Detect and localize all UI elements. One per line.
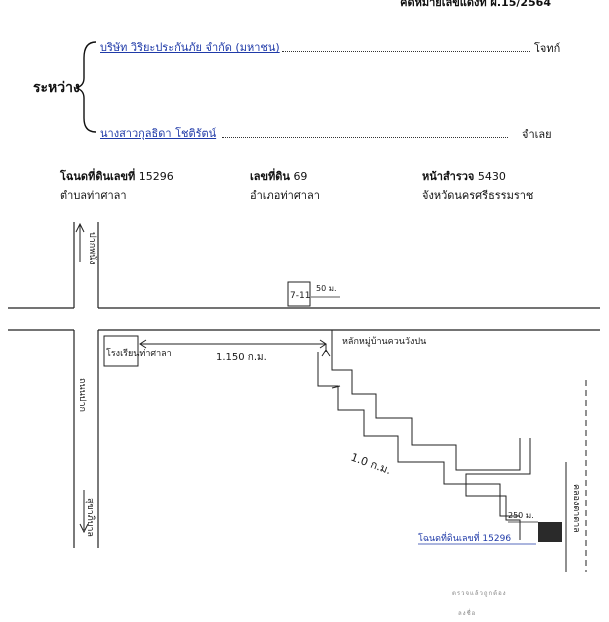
shop-7-11 bbox=[287, 281, 311, 307]
footer-mark-2: ลงชื่อ bbox=[458, 610, 477, 617]
land-column: เลขที่ดิน 69 อำเภอท่าศาลา bbox=[250, 167, 320, 205]
land-label: เลขที่ดิน bbox=[250, 170, 290, 183]
distance-main: 1.150 ก.ม. bbox=[216, 352, 267, 363]
deed-number: 15296 bbox=[138, 170, 174, 183]
land-number: 69 bbox=[293, 170, 308, 183]
lane-outer-edge bbox=[331, 330, 521, 471]
shop-label: 7-11 bbox=[290, 291, 310, 301]
deed-column: โฉนดที่ดินเลขที่ 15296 ตำบลท่าศาลา bbox=[60, 167, 174, 205]
distance-lane: 1.0 ก.ม. bbox=[349, 451, 393, 478]
road-top-left-label: ปากพนัง bbox=[87, 232, 97, 265]
school-label: โรงเรียนท่าศาลา bbox=[106, 348, 172, 359]
plaintiff-dotted-line bbox=[282, 51, 530, 52]
shop-distance: 50 ม. bbox=[316, 284, 337, 293]
deed-label: โฉนดที่ดินเลขที่ bbox=[60, 170, 136, 183]
lane-route bbox=[317, 352, 520, 517]
survey-number: 5430 bbox=[477, 170, 506, 183]
province: จังหวัดนครศรีธรรมราช bbox=[422, 189, 534, 202]
between-label: ระหว่าง bbox=[33, 80, 80, 96]
lane-inner-edge bbox=[465, 438, 531, 540]
plaintiff-role: โจทก์ bbox=[534, 42, 561, 55]
target-plot bbox=[538, 522, 562, 542]
survey-label: หน้าสำรวจ bbox=[422, 170, 475, 183]
plaintiff-name: บริษัท วิริยะประกันภัย จำกัด (มหาชน) bbox=[100, 41, 280, 54]
lane-label: หลักหมู่บ้านควนวังปน bbox=[342, 336, 426, 347]
road-vertical-label: ถนนปาก bbox=[77, 378, 87, 412]
defendant-line: นางสาวกุลธิดา โชติรัตน์ bbox=[100, 124, 216, 142]
school-building bbox=[103, 335, 139, 367]
footer-mark-1: ตรวจแล้วถูกต้อง bbox=[452, 590, 507, 597]
party-brace bbox=[75, 41, 97, 133]
plot-label: โฉนดที่ดินเลขที่ 15296 bbox=[418, 531, 511, 544]
defendant-role: จำเลย bbox=[522, 128, 552, 141]
canal-label: คลองตาตาล bbox=[571, 484, 581, 533]
survey-column: หน้าสำรวจ 5430 จังหวัดนครศรีธรรมราช bbox=[422, 167, 533, 205]
plot-distance: 250 ม. bbox=[508, 511, 534, 520]
plaintiff-line: บริษัท วิริยะประกันภัย จำกัด (มหาชน) bbox=[100, 38, 280, 56]
case-reference: คดีหมายเลขแดงที่ ผ.15/2564 bbox=[400, 0, 551, 9]
defendant-dotted-line bbox=[222, 137, 508, 138]
district: อำเภอท่าศาลา bbox=[250, 189, 320, 202]
defendant-name: นางสาวกุลธิดา โชติรัตน์ bbox=[100, 127, 217, 140]
road-bottom-label: สุขาภิบาล bbox=[85, 498, 96, 537]
subdistrict: ตำบลท่าศาลา bbox=[60, 189, 127, 202]
